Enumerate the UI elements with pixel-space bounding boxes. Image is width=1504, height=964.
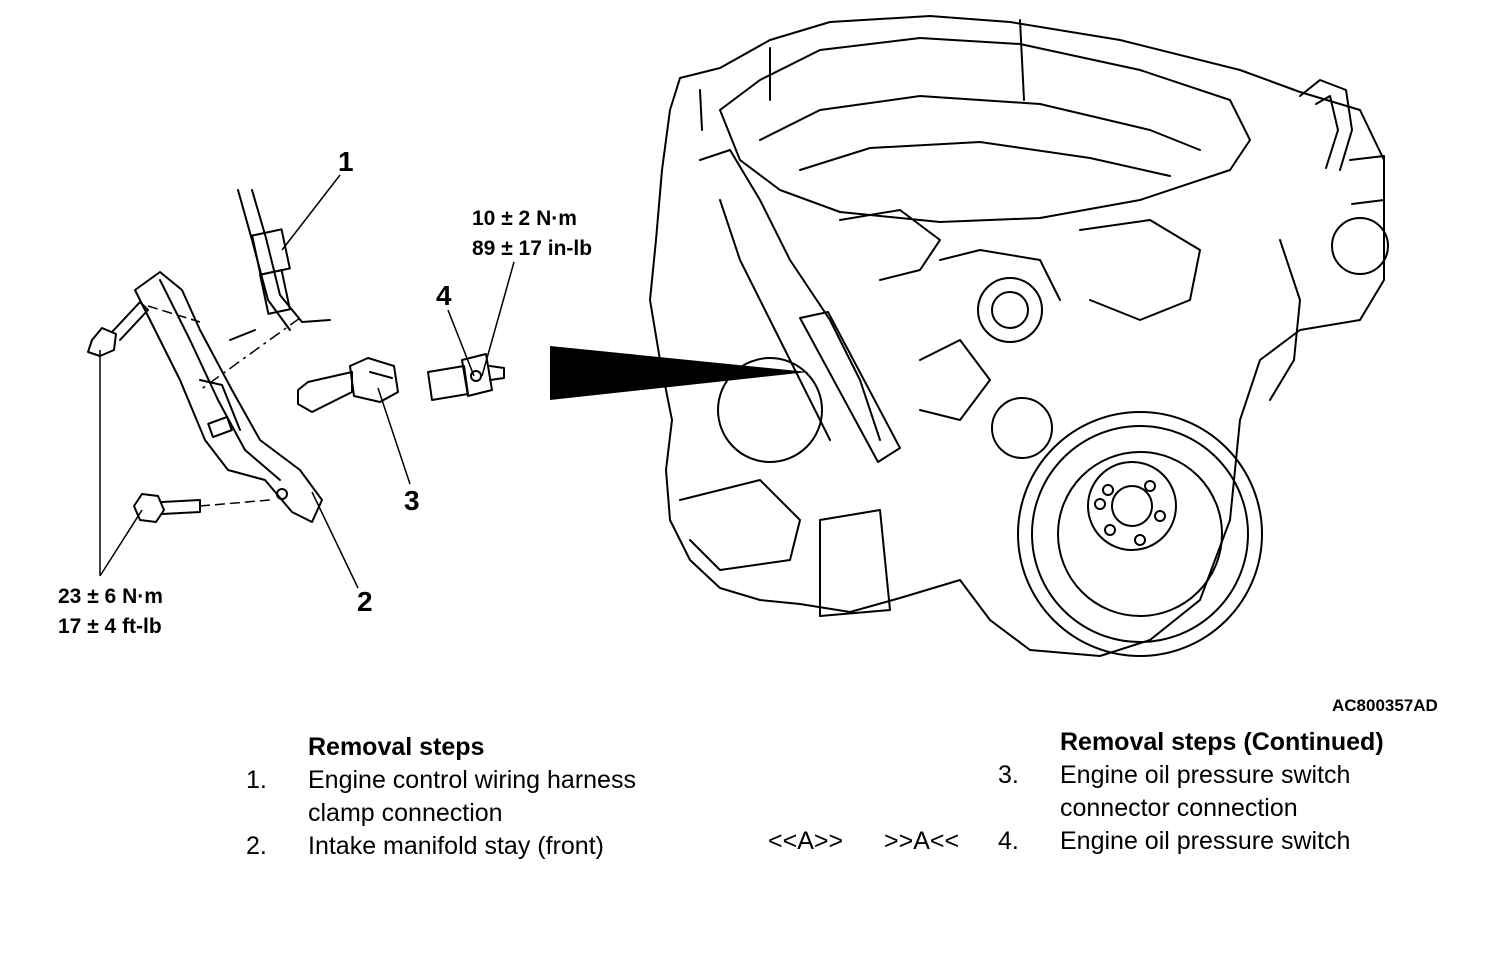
callout-4: 4 xyxy=(436,280,452,311)
steps-heading: Removal steps (Continued) xyxy=(1060,728,1384,756)
switch-torque-imperial: 89 ± 17 in-lb xyxy=(472,237,593,260)
removal-steps-left: Removal steps 1. Engine control wiring ha… xyxy=(246,731,636,863)
callout-3: 3 xyxy=(404,485,420,516)
stay-torque-metric: 23 ± 6 N·m xyxy=(58,585,163,608)
step-item: 1. Engine control wiring harness xyxy=(246,764,636,797)
stay-upper-bolt xyxy=(87,301,201,357)
switch-torque-metric: 10 ± 2 N·m xyxy=(472,207,577,230)
step-number: 1. xyxy=(246,766,267,794)
step-text-cont: connector connection xyxy=(1060,794,1298,822)
wiring-harness-clamp xyxy=(199,189,331,391)
step-item: 4. Engine oil pressure switch xyxy=(998,825,1384,858)
step-text: Intake manifold stay (front) xyxy=(308,832,604,860)
stay-lower-bolt xyxy=(133,493,271,523)
leader-switch-torque xyxy=(481,261,515,377)
switch-torque-spec: 10 ± 2 N·m 89 ± 17 in-lb xyxy=(472,204,592,264)
step-text: Engine oil pressure switch xyxy=(1060,827,1351,855)
callout-2: 2 xyxy=(357,586,373,617)
step-text-cont: clamp connection xyxy=(308,799,503,827)
oil-pressure-connector xyxy=(297,357,399,413)
step-text: Engine oil pressure switch xyxy=(1060,761,1351,789)
leader-4 xyxy=(447,309,475,377)
removal-steps-right: Removal steps (Continued) 3. Engine oil p… xyxy=(998,726,1384,858)
oil-pressure-switch xyxy=(427,353,505,401)
step-number: 4. xyxy=(998,827,1019,855)
leader-2 xyxy=(311,491,359,589)
removal-mark: <<A>> xyxy=(768,827,844,855)
step-text: Engine control wiring harness xyxy=(308,766,636,794)
step-number: 3. xyxy=(998,761,1019,789)
stay-torque-spec: 23 ± 6 N·m 17 ± 4 ft-lb xyxy=(58,582,163,642)
step-item: 3. Engine oil pressure switch xyxy=(998,759,1384,792)
figure-code: AC800357AD xyxy=(1332,696,1438,715)
intake-manifold-stay xyxy=(134,271,323,523)
step-number: 2. xyxy=(246,832,267,860)
leader-1 xyxy=(281,174,341,251)
leader-stay-torque xyxy=(99,350,143,577)
step-item: 2. Intake manifold stay (front) xyxy=(246,830,636,863)
leader-3 xyxy=(377,387,411,485)
installation-mark: >>A<< xyxy=(884,827,960,855)
stay-torque-imperial: 17 ± 4 ft-lb xyxy=(58,615,162,638)
location-pointer xyxy=(550,346,808,400)
steps-heading: Removal steps xyxy=(308,733,485,761)
engine-assembly xyxy=(649,15,1389,657)
callout-1: 1 xyxy=(338,146,354,177)
